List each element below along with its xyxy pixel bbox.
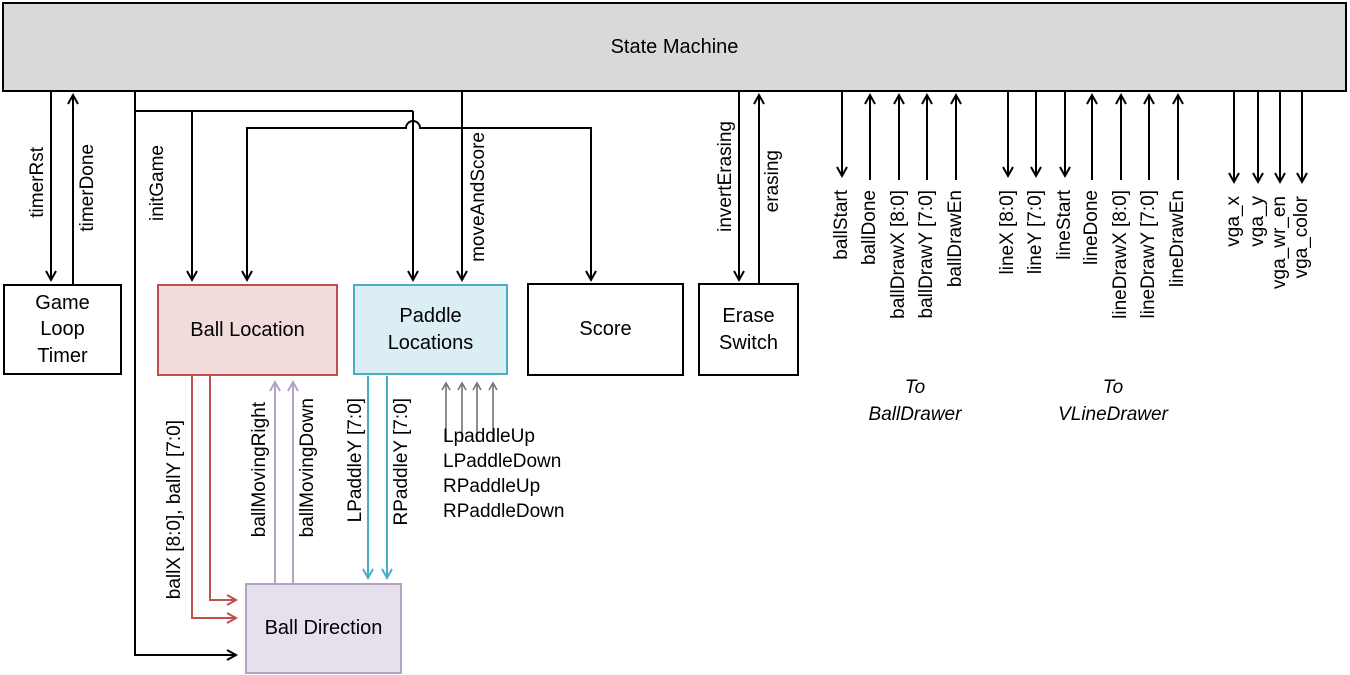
l-paddle-down-label: LPaddleDown bbox=[443, 451, 562, 472]
score-block: Score bbox=[527, 283, 684, 376]
invert-erasing-label: invertErasing bbox=[715, 121, 736, 232]
r-paddle-y-label: RPaddleY [7:0] bbox=[391, 398, 412, 526]
l-paddle-y-label: LPaddleY [7:0] bbox=[345, 398, 366, 523]
init-game-label: initGame bbox=[147, 145, 168, 222]
ball-moving-wires bbox=[269, 379, 299, 583]
ball-drawer-wires bbox=[836, 92, 962, 180]
erasing-label: erasing bbox=[762, 150, 783, 213]
r-paddle-up-label: RPaddleUp bbox=[443, 476, 541, 497]
ball-draw-en-label: ballDrawEn bbox=[945, 190, 966, 288]
move-and-score-wire bbox=[241, 92, 597, 283]
paddle-y-wires bbox=[362, 376, 393, 581]
paddle-input-list: LpaddleUp LPaddleDown RPaddleUp RPaddleD… bbox=[443, 424, 564, 524]
line-y-label: lineY [7:0] bbox=[1025, 190, 1046, 275]
timer-done-label: timerDone bbox=[77, 144, 98, 232]
vline-drawer-wires bbox=[1002, 92, 1184, 180]
paddle-input-wires bbox=[441, 381, 498, 442]
vga-color-label: vga_color bbox=[1291, 196, 1312, 279]
l-paddle-up-label: LpaddleUp bbox=[443, 426, 535, 447]
line-x-label: lineX [8:0] bbox=[997, 190, 1018, 275]
vga-y-label: vga_y bbox=[1247, 196, 1268, 247]
ball-xy-wires bbox=[191, 376, 239, 624]
ball-draw-y-label: ballDrawY [7:0] bbox=[916, 190, 937, 319]
ball-start-label: ballStart bbox=[831, 190, 852, 260]
to-vline-drawer-line1: To bbox=[1102, 377, 1124, 398]
vga-x-label: vga_x bbox=[1223, 196, 1244, 247]
line-draw-x-label: lineDrawX [8:0] bbox=[1110, 190, 1131, 319]
timer-rst-label: timerRst bbox=[27, 147, 48, 218]
init-game-wire bbox=[134, 92, 419, 661]
line-done-label: lineDone bbox=[1081, 190, 1102, 265]
to-ball-drawer-line1: To bbox=[904, 377, 926, 398]
vga-wr-en-label: vga_wr_en bbox=[1269, 196, 1290, 289]
r-paddle-down-label: RPaddleDown bbox=[443, 501, 565, 522]
game-loop-timer-block: Game Loop Timer bbox=[3, 284, 122, 375]
to-vline-drawer-line2: VLineDrawer bbox=[1058, 404, 1168, 425]
state-machine-block: State Machine bbox=[2, 2, 1347, 92]
ball-direction-block: Ball Direction bbox=[245, 583, 402, 674]
move-and-score-label: moveAndScore bbox=[468, 132, 489, 262]
vga-wires bbox=[1228, 92, 1308, 185]
line-start-label: lineStart bbox=[1054, 190, 1075, 260]
ball-moving-right-label: ballMovingRight bbox=[249, 402, 270, 538]
line-draw-y-label: lineDrawY [7:0] bbox=[1138, 190, 1159, 319]
paddle-locations-block: Paddle Locations bbox=[353, 284, 508, 375]
ball-xy-label: ballX [8:0], ballY [7:0] bbox=[164, 420, 185, 600]
ball-done-label: ballDone bbox=[859, 190, 880, 265]
to-ball-drawer-line2: BallDrawer bbox=[868, 404, 962, 425]
ball-location-block: Ball Location bbox=[157, 284, 338, 376]
ball-draw-x-label: ballDrawX [8:0] bbox=[888, 190, 909, 319]
erase-switch-block: Erase Switch bbox=[698, 283, 799, 376]
to-vline-drawer-caption: To VLineDrawer bbox=[1038, 374, 1188, 428]
ball-moving-down-label: ballMovingDown bbox=[297, 398, 318, 538]
line-draw-en-label: lineDrawEn bbox=[1167, 190, 1188, 288]
to-ball-drawer-caption: To BallDrawer bbox=[850, 374, 980, 428]
